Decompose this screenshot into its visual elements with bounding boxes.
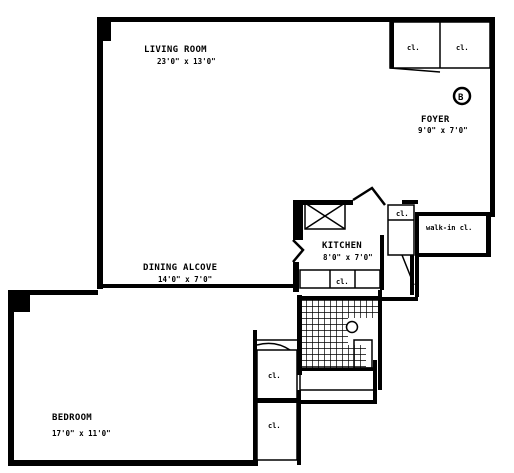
bedroom-closets: [256, 339, 298, 461]
dining-alcove-label: DINING ALCOVE: [143, 263, 217, 273]
living-room-label: LIVING ROOM: [144, 45, 207, 55]
unit-badge-letter: B: [458, 93, 464, 103]
foyer-closets: [389, 21, 491, 73]
bedroom-dims: 17'0" x 11'0": [52, 429, 111, 438]
foyer-closet-left-label: cl.: [407, 44, 420, 52]
kitchen-label: KITCHEN: [322, 241, 362, 251]
bedroom-label: BEDROOM: [52, 413, 92, 423]
kitchen-closet-label: cl.: [396, 210, 409, 218]
bedroom-closet-lower-label: cl.: [268, 422, 281, 430]
unit-badge-circle: [452, 86, 472, 106]
living-room-dims: 23'0" x 13'0": [157, 57, 216, 66]
walk-in-closet-label: walk-in cl.: [426, 224, 472, 232]
foyer-label: FOYER: [421, 115, 450, 125]
dining-alcove-dims: 14'0" x 7'0": [158, 275, 212, 284]
kitchen-walls: [292, 186, 415, 295]
kitchen-dims: 8'0" x 7'0": [323, 253, 373, 262]
room-labels: LIVING ROOM 23'0" x 13'0" cl. cl. B FOYE…: [52, 44, 472, 438]
foyer-dims: 9'0" x 7'0": [418, 126, 468, 135]
bedroom-closet-upper-label: cl.: [268, 372, 281, 380]
exterior-walls: [8, 17, 495, 466]
bath-closet-label: cl.: [336, 278, 349, 286]
foyer-closet-right-label: cl.: [456, 44, 469, 52]
bathroom: [297, 295, 379, 391]
